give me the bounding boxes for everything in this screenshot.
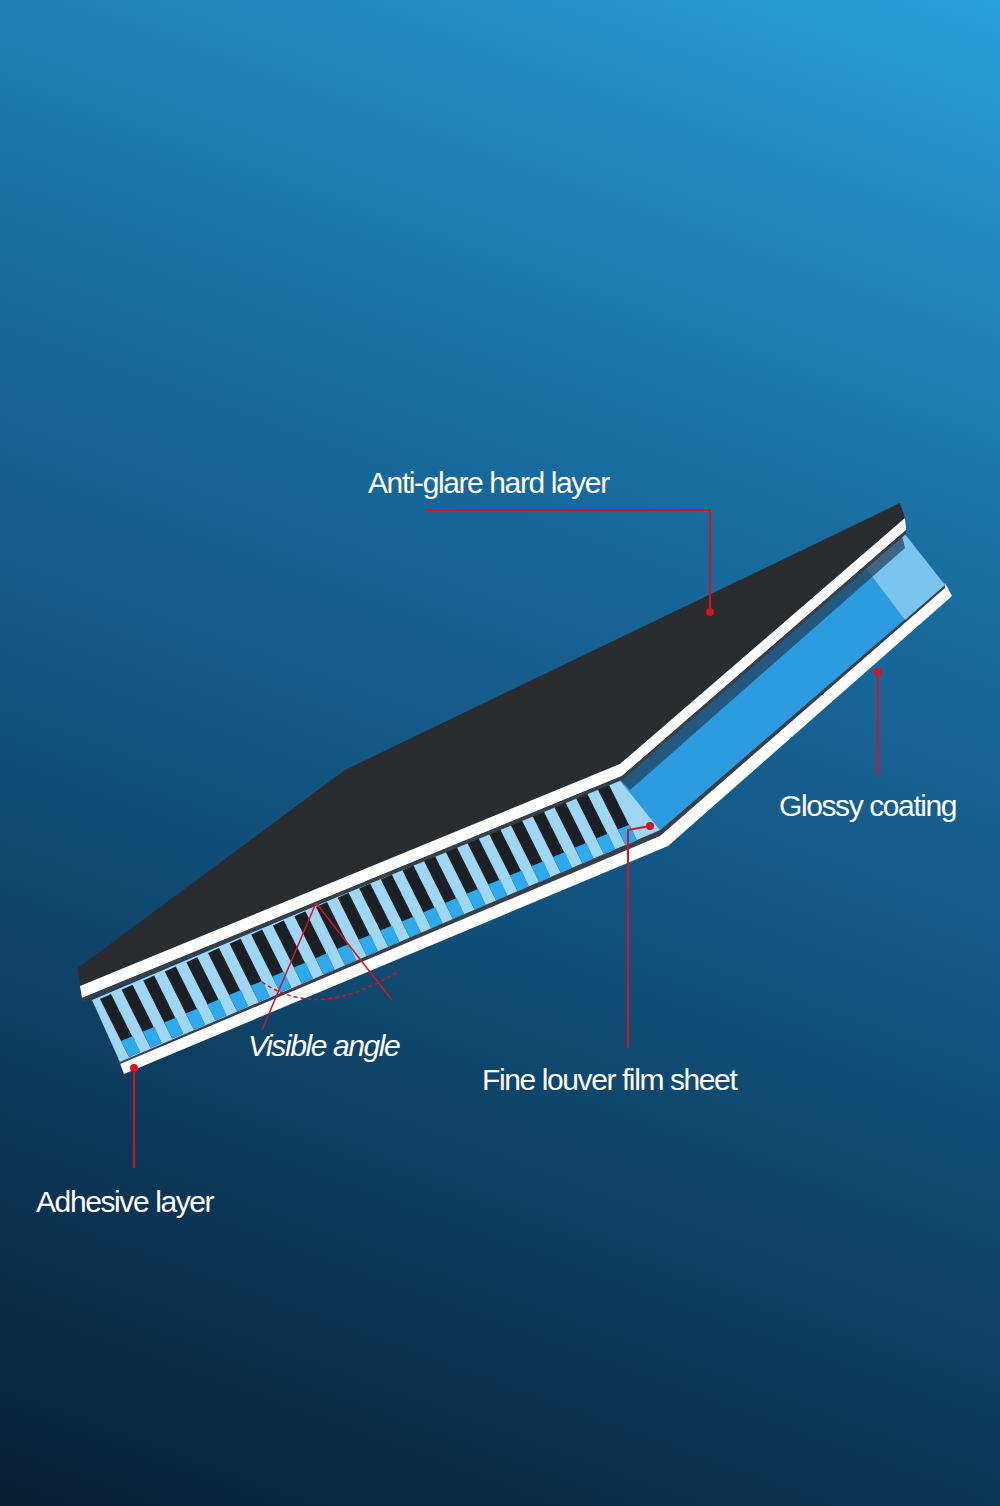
top-layer-underside: [82, 530, 906, 1002]
top-layer: [78, 503, 905, 986]
leader-lines: [134, 510, 878, 1168]
callout-label: Anti-glare hard layer: [368, 466, 609, 499]
callout-label: Visible angle: [248, 1029, 399, 1062]
callout-label: Glossy coating: [779, 789, 956, 822]
visible-angle-mark: [262, 903, 400, 1030]
leader-dots: [130, 608, 882, 1072]
callout-label: Adhesive layer: [36, 1185, 213, 1218]
callout-label: Fine louver film sheet: [482, 1063, 736, 1096]
top-layer-edge: [80, 518, 906, 998]
